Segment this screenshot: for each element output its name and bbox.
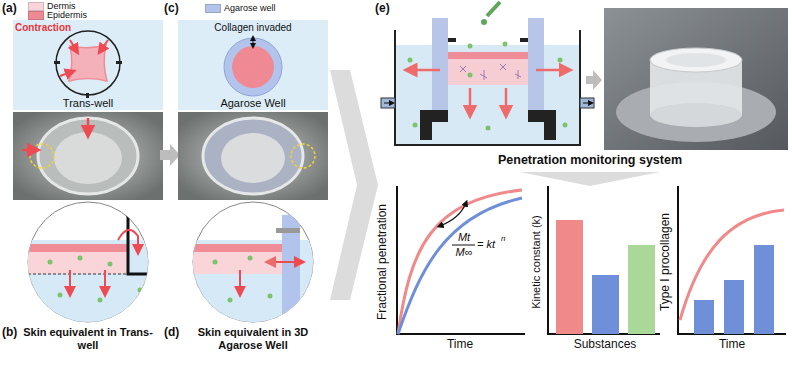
chart-text: Substances [555,338,655,352]
panel-text: Skin equivalent in 3D Agarose Well [178,326,328,351]
legend-row: Dermis [28,2,76,11]
legend-text: Agarose well [224,4,276,13]
panel-caption: Agarose Well [178,97,328,110]
panel-text: Contraction [15,22,77,34]
detail-circle: Skin equivalent in Trans-well [13,202,163,364]
panel-letter: (a) [2,2,17,16]
legend-text: Dermis [47,2,76,11]
chart-text: Penetration monitoring system [495,153,685,167]
panel-text: Skin equivalent in Trans-well [13,326,163,351]
axis-label: Fractional penetration [376,187,392,337]
chart-text: M∞ [452,246,476,259]
schematic-panel: ContractionTrans-well [13,20,163,110]
legend-swatch [28,11,44,20]
chart-text: Time [702,338,762,352]
legend-swatch [28,2,44,11]
axis-label: Kinetic constant (k) [530,187,544,337]
schematic-panel: Collagen invadedAgarose Well [178,20,328,110]
legend-row: Agarose well [205,4,276,13]
chart-text: = kt [477,238,495,251]
panel-letter: (d) [164,326,179,340]
legend-swatch [205,4,221,13]
panel-letter: (b) [2,326,17,340]
panel-letter: (c) [164,2,179,16]
legend-text: Epidermis [47,11,87,20]
chart-text: Mt [452,231,476,244]
legend-row: Epidermis [28,11,87,20]
panel-caption: Trans-well [13,97,163,110]
panel-text: Collagen invaded [178,22,328,34]
axis-label: Type I procollagen [659,187,675,337]
chart-text: n [501,234,505,243]
panel-letter: (e) [375,2,390,16]
chart-text: Time [430,338,490,352]
detail-circle: Skin equivalent in 3D Agarose Well [178,202,328,364]
